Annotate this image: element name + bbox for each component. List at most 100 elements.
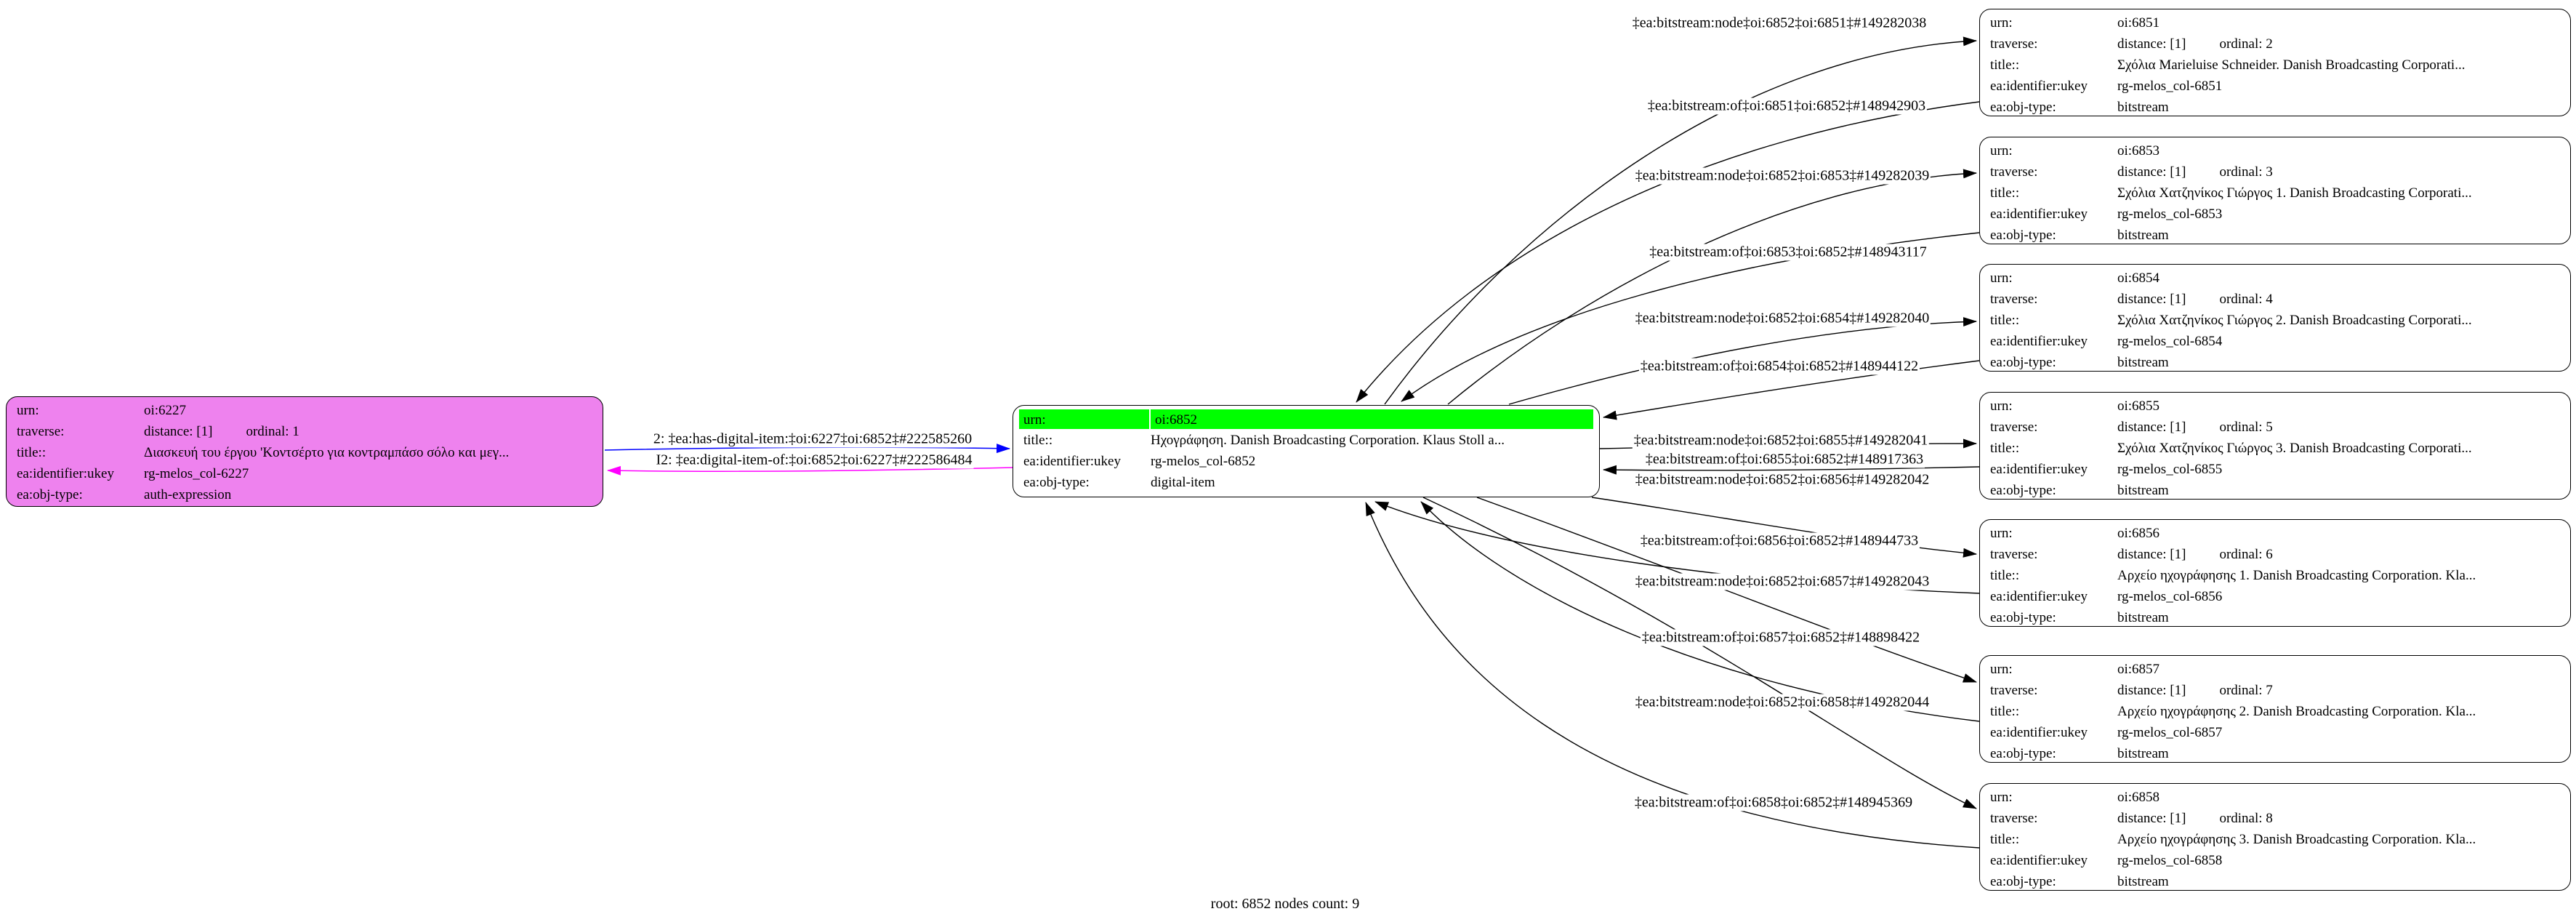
row-label: traverse:	[1990, 36, 2038, 52]
row-ukey: ea:identifier:ukey rg-melos_col-6857	[1980, 722, 2570, 743]
row-title: title:: Σχόλια Χατζηνίκος Γιώργος 1. Dan…	[1980, 183, 2570, 204]
row-ukey: ea:identifier:ukey rg-melos_col-6855	[1980, 459, 2570, 480]
row-value: oi:6852	[1151, 409, 1593, 429]
row-title: title:: Σχόλια Χατζηνίκος Γιώργος 2. Dan…	[1980, 310, 2570, 331]
edge-bitstream-node-6851-line	[1384, 36, 1977, 405]
row-value: oi:6856	[2117, 526, 2160, 541]
row-label: traverse:	[17, 424, 65, 439]
edge-label-bitstream-of-6857: ‡ea:bitstream:of‡oi:6857‡oi:6852‡#148898…	[1640, 629, 1922, 646]
row-value: bitstream	[2117, 355, 2169, 370]
edge-label-bitstream-of-6854: ‡ea:bitstream:of‡oi:6854‡oi:6852‡#148944…	[1638, 358, 1920, 375]
row-value: bitstream	[2117, 100, 2169, 115]
edge-label-bitstream-of-6858: ‡ea:bitstream:of‡oi:6858‡oi:6852‡#148945…	[1633, 794, 1915, 811]
row-objtype: ea:obj-type: bitstream	[1980, 97, 2570, 118]
edge-label-bitstream-node-6856: ‡ea:bitstream:node‡oi:6852‡oi:6856‡#1492…	[1633, 471, 1931, 489]
row-value: auth-expression	[144, 487, 232, 502]
row-label: title::	[1990, 313, 2020, 328]
row-value: rg-melos_col-6856	[2117, 589, 2223, 604]
row-value: rg-melos_col-6857	[2117, 725, 2223, 740]
row-label: urn:	[1019, 409, 1149, 429]
row-label: urn:	[1990, 15, 2013, 31]
row-objtype: ea:obj-type: bitstream	[1980, 352, 2570, 373]
row-value: bitstream	[2117, 228, 2169, 243]
edge-label-bitstream-of-6853: ‡ea:bitstream:of‡oi:6853‡oi:6852‡#148943…	[1648, 244, 1928, 261]
row-label: ea:obj-type:	[1990, 874, 2056, 889]
row-ukey: ea:identifier:ukey rg-melos_col-6858	[1980, 850, 2570, 871]
row-title: title:: Αρχείο ηχογράφησης 1. Danish Bro…	[1980, 565, 2570, 586]
node-oi-6856: urn: oi:6856 traverse: distance: [1]ordi…	[1979, 519, 2571, 627]
row-objtype: ea:obj-type: bitstream	[1980, 743, 2570, 764]
row-value: distance: [1]ordinal: 1	[144, 421, 595, 442]
row-urn: urn: oi:6857	[1980, 659, 2570, 680]
row-value: Αρχείο ηχογράφησης 2. Danish Broadcastin…	[2117, 704, 2476, 719]
row-value: oi:6857	[2117, 662, 2160, 677]
row-label: traverse:	[1990, 164, 2038, 180]
row-urn: urn: oi:6851	[1980, 12, 2570, 33]
row-label: traverse:	[1990, 420, 2038, 435]
row-label: urn:	[1990, 398, 2013, 414]
traverse-ordinal: ordinal: 4	[2219, 292, 2273, 307]
row-value: rg-melos_col-6858	[2117, 853, 2223, 868]
row-value: digital-item	[1151, 475, 1215, 490]
row-title: title:: Αρχείο ηχογράφησης 2. Danish Bro…	[1980, 701, 2570, 722]
row-ukey: ea:identifier:ukey rg-melos_col-6853	[1980, 204, 2570, 225]
row-label: urn:	[17, 403, 39, 418]
row-urn: urn: oi:6853	[1980, 140, 2570, 161]
edge-label-bitstream-of-6856: ‡ea:bitstream:of‡oi:6856‡oi:6852‡#148944…	[1638, 532, 1920, 550]
edge-bitstream-of-6851-line	[1356, 101, 1980, 403]
edge-label-bitstream-node-6853: ‡ea:bitstream:node‡oi:6852‡oi:6853‡#1492…	[1633, 167, 1931, 185]
row-value: rg-melos_col-6851	[2117, 79, 2223, 94]
row-traverse: traverse: distance: [1]ordinal: 3	[1980, 161, 2570, 183]
row-title: title:: Ηχογράφηση. Danish Broadcasting …	[1013, 430, 1599, 451]
row-value: rg-melos_col-6855	[2117, 462, 2223, 477]
row-label: ea:obj-type:	[1990, 355, 2056, 370]
row-label: title::	[1990, 704, 2020, 719]
row-objtype: ea:obj-type: bitstream	[1980, 225, 2570, 246]
row-traverse: traverse: distance: [1]ordinal: 7	[1980, 680, 2570, 701]
row-label: traverse:	[1990, 683, 2038, 698]
row-label: ea:identifier:ukey	[1023, 454, 1121, 469]
traverse-distance: distance: [1]	[2117, 292, 2186, 307]
row-label: ea:identifier:ukey	[1990, 589, 2088, 604]
row-objtype: ea:obj-type: bitstream	[1980, 480, 2570, 501]
row-traverse: traverse: distance: [1]ordinal: 2	[1980, 33, 2570, 55]
row-title: title:: Αρχείο ηχογράφησης 3. Danish Bro…	[1980, 829, 2570, 850]
row-value: distance: [1]ordinal: 6	[2117, 544, 2563, 565]
row-label: urn:	[1990, 143, 2013, 159]
node-oi-6854: urn: oi:6854 traverse: distance: [1]ordi…	[1979, 264, 2571, 372]
edge-has-digital-item-line	[604, 444, 1010, 454]
row-label: ea:identifier:ukey	[1990, 334, 2088, 349]
row-objtype: ea:obj-type: bitstream	[1980, 607, 2570, 628]
row-traverse: traverse: distance: [1]ordinal: 4	[1980, 289, 2570, 310]
row-label: title::	[1990, 441, 2020, 456]
row-urn: urn: oi:6858	[1980, 787, 2570, 808]
row-label: title::	[1990, 185, 2020, 201]
row-value: oi:6227	[144, 403, 187, 418]
row-value: oi:6858	[2117, 790, 2160, 805]
row-label: ea:obj-type:	[1990, 746, 2056, 761]
row-label: ea:identifier:ukey	[1990, 725, 2088, 740]
row-value: oi:6854	[2117, 270, 2160, 286]
edge-label-bitstream-node-6855: ‡ea:bitstream:node‡oi:6852‡oi:6855‡#1492…	[1632, 432, 1930, 449]
edge-label-bitstream-of-6855: ‡ea:bitstream:of‡oi:6855‡oi:6852‡#148917…	[1643, 451, 1925, 468]
row-value: distance: [1] ordinal: 4	[2117, 289, 2563, 310]
row-label: ea:obj-type:	[1990, 228, 2056, 243]
traverse-ordinal: ordinal: 2	[2219, 36, 2273, 52]
row-value: distance: [1]ordinal: 8	[2117, 808, 2563, 829]
row-value: Αρχείο ηχογράφησης 3. Danish Broadcastin…	[2117, 832, 2476, 847]
row-label: urn:	[1990, 790, 2013, 805]
edge-bitstream-of-6858-line	[1365, 502, 1980, 849]
row-ukey: ea:identifier:ukey rg-melos_col-6227	[7, 463, 603, 484]
row-label: ea:identifier:ukey	[1990, 79, 2088, 94]
row-ukey: ea:identifier:ukey rg-melos_col-6852	[1013, 451, 1599, 472]
row-traverse: traverse: distance: [1]ordinal: 8	[1980, 808, 2570, 829]
row-value: bitstream	[2117, 874, 2169, 889]
row-urn: urn: oi:6855	[1980, 396, 2570, 417]
row-title: title:: Σχόλια Χατζηνίκος Γιώργος 3. Dan…	[1980, 438, 2570, 459]
row-value: Σχόλια Χατζηνίκος Γιώργος 1. Danish Broa…	[2117, 185, 2472, 201]
traverse-distance: distance: [1]	[2117, 420, 2186, 435]
row-value: bitstream	[2117, 483, 2169, 498]
row-value: rg-melos_col-6227	[144, 466, 249, 481]
row-label: title::	[17, 445, 47, 460]
row-value: Σχόλια Χατζηνίκος Γιώργος 3. Danish Broa…	[2117, 441, 2472, 456]
